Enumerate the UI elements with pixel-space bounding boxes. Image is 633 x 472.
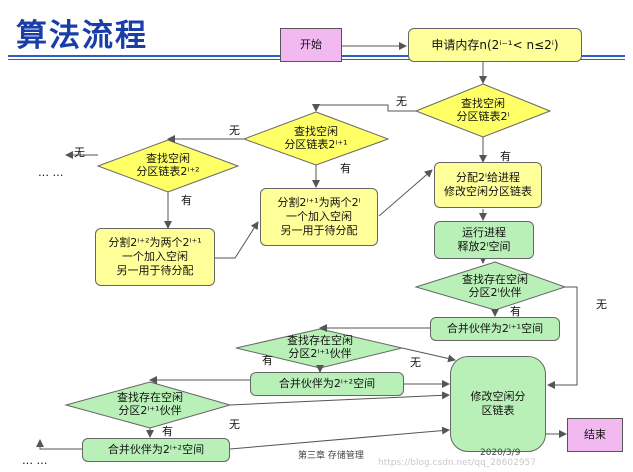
buddy-2i1-low-text: 查找存在空闲分区2ⁱ⁺¹伙伴: [98, 391, 202, 417]
allocate-line2: 修改空闲分区链表: [444, 185, 532, 198]
find-2i2-text: 查找空闲分区链表2ⁱ⁺²: [122, 152, 214, 178]
buddy-2i-text: 查找存在空闲分区2ⁱ伙伴: [448, 273, 542, 299]
split-2i2-line2: 一个加入空闲: [122, 250, 188, 263]
run-process-node: 运行进程释放2ⁱ空间: [434, 221, 534, 259]
run-process-line1: 运行进程: [462, 226, 506, 239]
split-2i1-line2: 一个加入空闲: [286, 210, 352, 223]
find-2i-text: 查找空闲分区链表2ⁱ: [443, 97, 523, 123]
page-title: 算法流程: [16, 18, 148, 54]
label-yes-find-2i: 有: [500, 150, 511, 163]
split-2i2-line3: 另一用于待分配: [116, 264, 194, 277]
find-2i-line1: 查找空闲: [461, 97, 505, 110]
find-2i1-line1: 查找空闲: [294, 125, 338, 138]
allocate-line1: 分配2ⁱ给进程: [456, 171, 520, 184]
label-no-buddy-2i: 无: [596, 298, 607, 311]
label-no-find-2i1: 无: [229, 124, 240, 137]
split-2i1-line1: 分割2ⁱ⁺¹为两个2ⁱ: [277, 196, 361, 209]
merge-2i2-low-node: 合并伙伴为2ⁱ⁺²空间: [82, 438, 230, 462]
label-no-buddy-low: 无: [229, 418, 240, 431]
buddy-2i-line2: 分区2ⁱ伙伴: [468, 286, 522, 299]
allocate-node: 分配2ⁱ给进程修改空闲分区链表: [434, 162, 542, 208]
find-2i-line2: 分区链表2ⁱ: [456, 110, 510, 123]
merge-2i1-node: 合并伙伴为2ⁱ⁺¹空间: [430, 317, 560, 341]
label-no-buddy-mid: 无: [410, 356, 421, 369]
buddy-2i1-mid-text: 查找存在空闲分区2ⁱ⁺¹伙伴: [268, 334, 372, 360]
ellipsis-top: … …: [38, 166, 64, 179]
find-2i2-line2: 分区链表2ⁱ⁺²: [136, 165, 200, 178]
label-no-find-2i: 无: [396, 95, 407, 108]
buddy-2i1-low-line1: 查找存在空闲: [117, 391, 183, 404]
split-2i2-line1: 分割2ⁱ⁺²为两个2ⁱ⁺¹: [108, 236, 202, 249]
footer-date: 2020/3/9: [480, 448, 521, 458]
ellipsis-bottom: … …: [22, 454, 48, 467]
find-2i1-text: 查找空闲分区链表2ⁱ⁺¹: [270, 125, 362, 151]
run-process-line2: 释放2ⁱ空间: [457, 240, 511, 253]
split-2i1-line3: 另一用于待分配: [280, 224, 358, 237]
find-2i1-line2: 分区链表2ⁱ⁺¹: [284, 138, 348, 151]
buddy-2i1-low-line2: 分区2ⁱ⁺¹伙伴: [118, 404, 182, 417]
label-yes-buddy-2i: 有: [510, 305, 521, 318]
label-yes-find-2i1: 有: [340, 162, 351, 175]
merge-2i2-mid-node: 合并伙伴为2ⁱ⁺²空间: [250, 372, 404, 396]
label-no-find-2i2: 无: [74, 146, 85, 159]
buddy-2i1-mid-line2: 分区2ⁱ⁺¹伙伴: [288, 347, 352, 360]
start-node: 开始: [280, 28, 342, 62]
buddy-2i-line1: 查找存在空闲: [462, 273, 528, 286]
end-node: 结束: [567, 418, 623, 452]
footer-watermark: https://blog.csdn.net/qq_28602957: [378, 458, 537, 468]
footer-chapter: 第三章 存储管理: [298, 451, 364, 461]
modify-line1: 修改空闲分: [470, 390, 526, 403]
request-memory-node: 申请内存n(2ⁱ⁻¹< n≤2ⁱ): [408, 28, 582, 62]
modify-free-list-node: 修改空闲分区链表: [450, 356, 546, 452]
find-2i2-line1: 查找空闲: [146, 152, 190, 165]
buddy-2i1-mid-line1: 查找存在空闲: [287, 334, 353, 347]
label-yes-find-2i2: 有: [181, 194, 192, 207]
modify-line2: 区链表: [481, 404, 515, 417]
label-yes-buddy-low: 有: [162, 425, 173, 438]
label-yes-buddy-mid: 有: [262, 354, 273, 367]
